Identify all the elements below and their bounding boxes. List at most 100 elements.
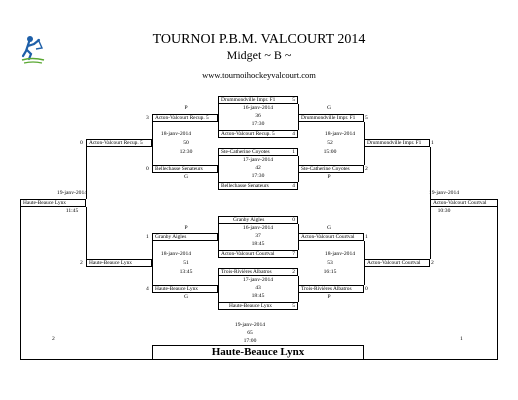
game-date: 17-janv-2014 <box>242 157 274 163</box>
team-box: Granby Aigles <box>152 233 218 241</box>
bracket-line <box>152 241 153 285</box>
bracket-line <box>152 122 153 165</box>
game-number: 43 <box>255 285 261 291</box>
bracket-line <box>298 276 299 302</box>
seed: 5 <box>365 115 368 121</box>
seed: 0 <box>80 140 83 146</box>
team-box: Acton-Valcourt Recup. 5 <box>86 139 152 147</box>
team-box: Haute-Beauce Lynx <box>86 259 152 267</box>
place-tag: P <box>327 294 331 300</box>
seed: 0 <box>365 286 368 292</box>
seed: 1 <box>365 234 368 240</box>
bracket-line <box>298 224 299 250</box>
game-date: 19-janv-2014 <box>428 190 460 196</box>
team-box: Bellechasse Senateurs <box>152 165 218 173</box>
bracket-line <box>430 147 431 199</box>
game-time: 18:45 <box>251 293 265 299</box>
game-time: 17:00 <box>243 338 257 344</box>
team-box: Trois-Rivières Albatros <box>298 285 364 293</box>
game-date: 18-janv-2014 <box>324 251 356 257</box>
place-tag: P <box>184 105 188 111</box>
game-time: 16:15 <box>323 269 337 275</box>
seed: 0 <box>146 166 149 172</box>
team-box: Acton-Valcourt Courtval <box>364 259 430 267</box>
game-number: 52 <box>327 140 333 146</box>
game-number: 65 <box>247 330 253 336</box>
bracket-line <box>20 359 152 360</box>
bracket-line <box>364 122 365 165</box>
game-date: 18-janv-2014 <box>160 131 192 137</box>
seed: 4 <box>146 286 149 292</box>
game-date: 19-janv-2014 <box>234 322 266 328</box>
game-number: 42 <box>255 165 261 171</box>
final-score-right: 1 <box>460 336 463 342</box>
place-tag: G <box>326 105 332 111</box>
place-tag: P <box>184 225 188 231</box>
champion-box: Haute-Beauce Lynx <box>152 345 364 360</box>
place-tag: G <box>326 225 332 231</box>
final-score-left: 2 <box>52 336 55 342</box>
team-box: Ste-Catherine Coyotes <box>298 165 364 173</box>
bracket-line <box>20 207 21 360</box>
game-number: 51 <box>183 260 189 266</box>
game-time: 17:30 <box>251 121 265 127</box>
page-title: TOURNOI P.B.M. VALCOURT 2014 <box>152 32 366 47</box>
seed: 1 <box>431 140 434 146</box>
team-box: Drummondville Impr. F1 <box>298 114 364 122</box>
website-link[interactable]: www.tournoihockeyvalcourt.com <box>202 70 316 80</box>
team-box: Acton-Valcourt Courtval <box>430 199 498 207</box>
seed: 2 <box>431 260 434 266</box>
bracket-line <box>218 104 219 130</box>
game-number: 53 <box>327 260 333 266</box>
game-time: 18:45 <box>251 241 265 247</box>
team-box: Drummondville Impr. F1 <box>364 139 430 147</box>
seed: 2 <box>80 260 83 266</box>
game-date: 18-janv-2014 <box>324 131 356 137</box>
game-time: 10:30 <box>437 208 451 214</box>
bracket-line <box>364 241 365 285</box>
bracket-line <box>298 156 299 182</box>
team-box: Haute-Beauce Lynx <box>20 199 86 207</box>
game-time: 11:45 <box>65 208 79 214</box>
game-number: 36 <box>255 113 261 119</box>
bracket-line <box>218 224 219 250</box>
bracket-line <box>218 276 219 302</box>
team-box: Haute-Beauce Lynx <box>152 285 218 293</box>
bracket-line <box>86 207 87 259</box>
bracket-line <box>364 359 498 360</box>
page-subtitle: Midget ~ B ~ <box>226 48 292 62</box>
game-date: 17-janv-2014 <box>242 277 274 283</box>
game-time: 12:30 <box>179 149 193 155</box>
place-tag: P <box>327 174 331 180</box>
bracket-line <box>218 156 219 182</box>
game-time: 17:30 <box>251 173 265 179</box>
team-box: Acton-Valcourt Courtval <box>298 233 364 241</box>
game-date: 16-janv-2014 <box>242 225 274 231</box>
game-date: 18-janv-2014 <box>160 251 192 257</box>
place-tag: G <box>183 174 189 180</box>
team-box: Acton-Valcourt Recup. 5 <box>152 114 218 122</box>
game-number: 37 <box>255 233 261 239</box>
seed: 2 <box>365 166 368 172</box>
place-tag: G <box>183 294 189 300</box>
bracket-line <box>497 207 498 360</box>
bracket-line <box>430 207 431 259</box>
bracket-line <box>298 104 299 130</box>
game-time: 13:45 <box>179 269 193 275</box>
game-time: 15:00 <box>323 149 337 155</box>
game-date: 16-janv-2014 <box>242 105 274 111</box>
game-number: 50 <box>183 140 189 146</box>
seed: 3 <box>146 115 149 121</box>
game-date: 19-janv-2014 <box>56 190 88 196</box>
seed: 1 <box>146 234 149 240</box>
bracket-line <box>86 147 87 199</box>
